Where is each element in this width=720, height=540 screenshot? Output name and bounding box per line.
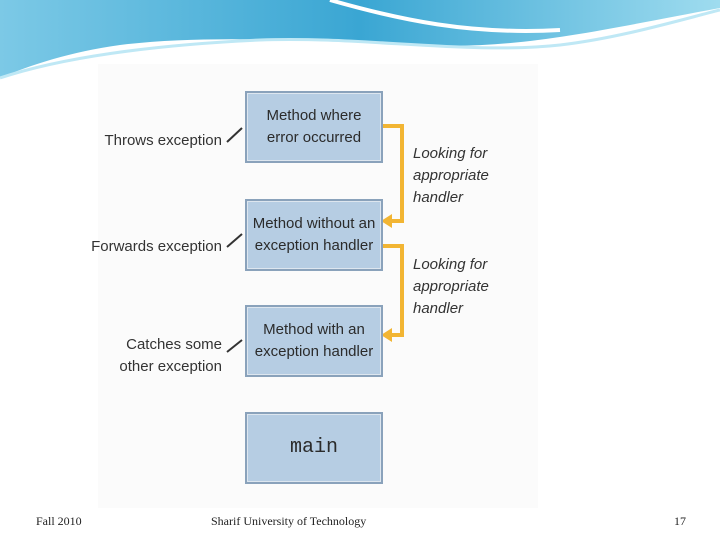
method-box-forward: Method without an exception handler <box>245 199 383 271</box>
looking-for-handler-label: Looking for appropriate handler <box>413 145 489 206</box>
header-wave-decoration <box>0 0 720 80</box>
method-box-handler: Method with an exception handler <box>245 305 383 377</box>
method-box-error: Method where error occurred <box>245 91 383 163</box>
throws-exception-label: Throws exception <box>104 132 222 149</box>
catches-exception-label: Catches some other exception <box>119 336 222 375</box>
box-label: main <box>289 436 338 459</box>
box-label: Method with an exception handler <box>254 321 374 360</box>
looking-for-handler-label: Looking for appropriate handler <box>413 256 489 317</box>
page-number: 17 <box>674 514 686 528</box>
footer-term: Fall 2010 <box>36 514 82 528</box>
main-box: main <box>245 412 383 484</box>
box-label: Method without an exception handler <box>252 215 376 254</box>
box-label: Method where error occurred <box>266 107 362 146</box>
forwards-exception-label: Forwards exception <box>91 238 222 255</box>
footer-institution: Sharif University of Technology <box>211 514 367 528</box>
